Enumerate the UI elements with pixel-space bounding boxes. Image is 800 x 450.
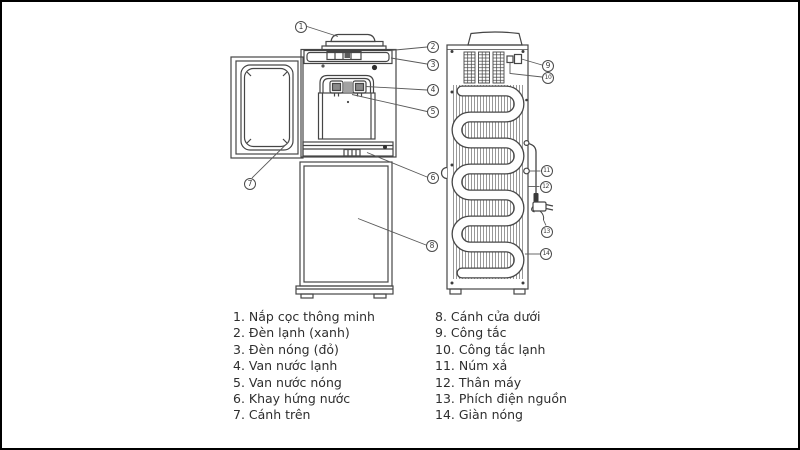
hot-water-tap: [352, 80, 367, 97]
legend-item-14: 14. Giàn nóng: [435, 407, 523, 423]
legend-item-12: 12. Thân máy: [435, 374, 522, 390]
drain-knob: [523, 167, 530, 175]
legend-item-8: 8. Cánh cửa dưới: [435, 309, 541, 324]
hot-lamp-dot: [371, 64, 378, 71]
legend-left-column: 1. Nắp cọc thông minh 2. Đèn lạnh (xanh)…: [233, 309, 375, 424]
upper-cabinet-body: [300, 48, 397, 158]
power-plug: [531, 193, 554, 221]
cold-water-tap: [329, 80, 344, 97]
leader-lines: [251, 26, 547, 255]
control-panel: [303, 49, 393, 65]
legend-item-6: 6. Khay hứng nước: [233, 390, 351, 406]
front-view: [230, 33, 397, 299]
cooling-switch: [513, 53, 523, 65]
legend-item-2: 2. Đèn lạnh (xanh): [233, 325, 350, 341]
back-view: [440, 31, 554, 295]
callout-4: 4: [427, 84, 439, 96]
callout-14: 14: [540, 248, 552, 260]
recess-dot: [346, 100, 350, 104]
panel-button: [344, 53, 350, 58]
legend-item-3: 3. Đèn nóng (đỏ): [233, 341, 339, 357]
callout-12: 12: [539, 180, 552, 193]
callout-10: 10: [542, 71, 554, 84]
back-feet: [449, 288, 526, 295]
back-top-cap: [467, 31, 523, 46]
side-bracket: [440, 166, 448, 180]
legend-right-column: 8. Cánh cửa dưới 9. Công tắc 10. Công tắ…: [435, 309, 567, 424]
power-switch: [506, 55, 514, 64]
callout-2: 2: [427, 41, 439, 53]
cold-lamp-dot: [321, 64, 325, 68]
vent-grills: [463, 51, 505, 84]
legend-item-9: 9. Công tắc: [435, 325, 507, 341]
side-pipe: [523, 140, 537, 193]
tap-center-grille: [344, 81, 352, 92]
lower-door: [299, 161, 393, 287]
callout-7: 7: [244, 178, 256, 190]
callout-8: 8: [426, 240, 438, 252]
dispense-recess: [317, 74, 376, 140]
legend-item-11: 11. Núm xả: [435, 358, 508, 374]
legend-item-10: 10. Công tắc lạnh: [435, 341, 546, 357]
legend-item-13: 13. Phích điện nguồn: [435, 390, 567, 406]
callout-11: 11: [540, 165, 553, 177]
drip-tray: [302, 141, 394, 157]
legend-item-1: 1. Nắp cọc thông minh: [233, 309, 375, 324]
legend-item-7: 7. Cánh trên: [233, 407, 311, 423]
callout-13: 13: [540, 225, 553, 238]
front-base: [295, 285, 394, 299]
legend-item-4: 4. Van nước lạnh: [233, 358, 338, 374]
condenser-coil: [451, 85, 525, 279]
callout-1: 1: [295, 21, 307, 33]
callout-3: 3: [427, 59, 439, 71]
callout-6: 6: [427, 172, 439, 184]
upper-door-open: [230, 56, 304, 159]
callout-5: 5: [427, 106, 439, 118]
tray-screw-dot: [383, 145, 387, 149]
callout-9: 9: [542, 60, 554, 72]
legend-item-5: 5. Van nước nóng: [233, 374, 342, 390]
top-cap: [321, 33, 387, 51]
